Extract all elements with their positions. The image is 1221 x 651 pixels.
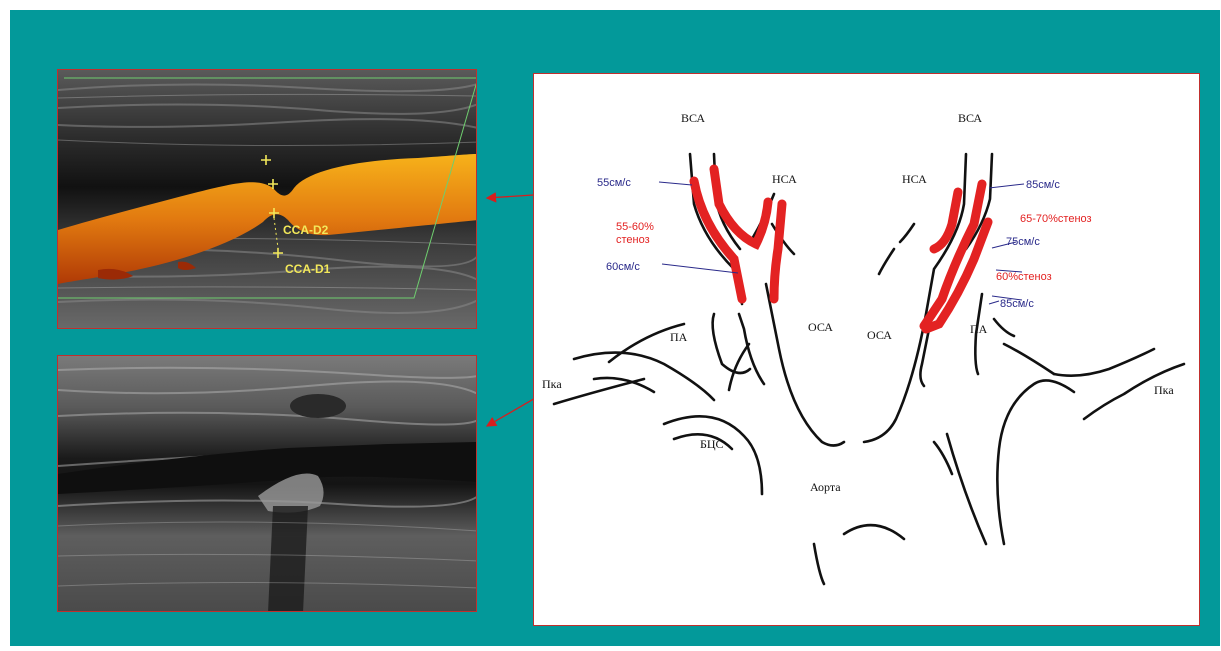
label-sca-left: Пка xyxy=(542,377,562,391)
stenosis-left-line2: стеноз xyxy=(616,234,650,246)
label-va-right: ПА xyxy=(970,322,988,336)
label-va-left: ПА xyxy=(670,330,688,344)
stenosis-right-mid: 60%стеноз xyxy=(996,271,1052,283)
label-sca-right: Пка xyxy=(1154,383,1174,397)
ultrasound-bmode-image xyxy=(57,355,477,612)
velocity-left-bottom: 60см/с xyxy=(606,261,640,273)
label-aorta: Аорта xyxy=(810,480,841,494)
label-ica-right: ВСА xyxy=(958,111,982,125)
label-ica-left: ВСА xyxy=(681,111,705,125)
carotid-diagram: ВСА ВСА НСА НСА ОСА ОСА ПА ПА Пка Пка БЦ… xyxy=(533,73,1200,626)
measurement-label-d1: CCA-D1 xyxy=(285,262,331,276)
velocity-right-mid: 75см/с xyxy=(1006,236,1040,248)
velocity-left-top: 55см/с xyxy=(597,177,631,189)
velocity-right-bottom: 85см/с xyxy=(1000,298,1034,310)
velocity-right-top: 85см/с xyxy=(1026,179,1060,191)
ultrasound-doppler-image: CCA-D2 CCA-D1 xyxy=(57,69,477,329)
measurement-label-d2: CCA-D2 xyxy=(283,223,329,237)
label-cca-right: ОСА xyxy=(867,328,892,342)
label-eca-left: НСА xyxy=(772,172,797,186)
label-eca-right: НСА xyxy=(902,172,927,186)
stenosis-left-line1: 55-60% xyxy=(616,221,654,233)
stenosis-right-top: 65-70%стеноз xyxy=(1020,213,1092,225)
label-cca-left: ОСА xyxy=(808,320,833,334)
label-brachiocephalic: БЦС xyxy=(700,437,724,451)
